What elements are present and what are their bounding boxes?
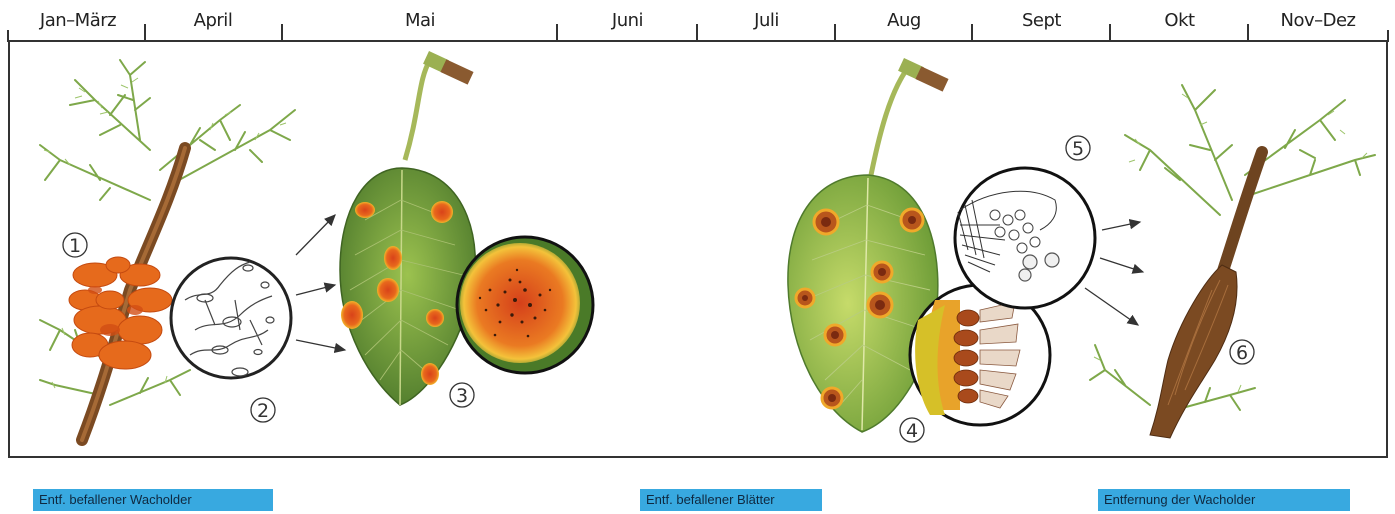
- infection-arrows: [296, 215, 345, 350]
- juniper-branch-gall: [1090, 85, 1375, 438]
- stage-2-label: 2: [257, 400, 269, 422]
- action-remove-infected-juniper: Entf. befallener Wacholder: [33, 489, 273, 511]
- action-remove-juniper: Entfernung der Wacholder: [1098, 489, 1350, 511]
- stage-6-label: 6: [1236, 342, 1248, 364]
- aeciospore-magnifier: [955, 168, 1095, 308]
- spore-germination-magnifier: [171, 258, 291, 378]
- stage-3-label: 3: [456, 385, 468, 407]
- stage-5-label: 5: [1072, 138, 1084, 160]
- stage-4-label: 4: [906, 420, 918, 442]
- action-remove-infected-leaves: Entf. befallener Blätter: [640, 489, 822, 511]
- rust-spot-magnifier: [457, 237, 593, 373]
- pear-leaf-spring: [340, 51, 475, 405]
- stage-1-label: 1: [69, 235, 81, 257]
